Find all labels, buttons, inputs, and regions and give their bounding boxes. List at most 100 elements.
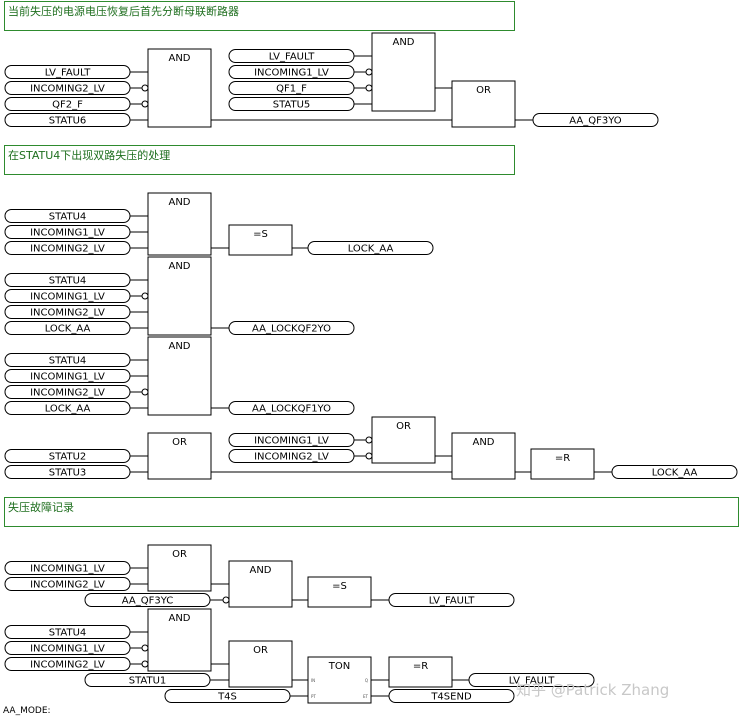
comment-3: 失压故障记录: [4, 497, 739, 527]
set-block[interactable]: =S: [228, 224, 293, 256]
and-block[interactable]: AND: [147, 48, 212, 128]
or-block-label: OR: [172, 437, 187, 448]
ton-pin-label: Q: [365, 678, 368, 683]
and-block[interactable]: AND: [371, 32, 436, 112]
var-qf2-f[interactable]: QF2_F: [4, 97, 131, 111]
var-statu4[interactable]: STATU4: [4, 625, 131, 639]
var-incoming1-lv[interactable]: INCOMING1_LV: [4, 289, 131, 303]
var-statu4-label: STATU4: [49, 276, 87, 287]
negation-icon: [141, 292, 149, 300]
var-aa-lockqf2yo[interactable]: AA_LOCKQF2YO: [228, 321, 355, 335]
var-statu4-label: STATU4: [49, 356, 87, 367]
and-block[interactable]: AND: [147, 336, 212, 416]
negation-icon: [141, 660, 149, 668]
and-block-label: AND: [168, 261, 190, 272]
negation-icon: [365, 84, 373, 92]
var-statu6-label: STATU6: [49, 116, 87, 127]
var-t4send[interactable]: T4SEND: [388, 689, 515, 703]
var-qf1-f-label: QF1_F: [276, 84, 307, 95]
var-statu3[interactable]: STATU3: [4, 465, 131, 479]
var-incoming1-lv[interactable]: INCOMING1_LV: [4, 561, 131, 575]
var-aa-qf3yo[interactable]: AA_QF3YO: [532, 113, 659, 127]
var-incoming2-lv[interactable]: INCOMING2_LV: [4, 81, 131, 95]
or-block[interactable]: OR: [228, 640, 293, 688]
var-incoming1-lv[interactable]: INCOMING1_LV: [4, 225, 131, 239]
comment-2: 在STATU4下出现双路失压的处理: [4, 145, 515, 175]
var-qf2-f-label: QF2_F: [52, 100, 83, 111]
ton-timer-block-label: TON: [328, 661, 350, 672]
var-lv-fault[interactable]: LV_FAULT: [4, 65, 131, 79]
and-block[interactable]: AND: [451, 432, 516, 480]
var-qf1-f[interactable]: QF1_F: [228, 81, 355, 95]
var-incoming2-lv[interactable]: INCOMING2_LV: [4, 385, 131, 399]
var-incoming2-lv[interactable]: INCOMING2_LV: [228, 449, 355, 463]
var-incoming2-lv-label: INCOMING2_LV: [254, 452, 329, 463]
negation-icon: [365, 436, 373, 444]
var-lock-aa-label: LOCK_AA: [348, 244, 394, 255]
var-lv-fault-label: LV_FAULT: [509, 676, 556, 687]
var-lv-fault-label: LV_FAULT: [45, 68, 92, 79]
var-incoming1-lv[interactable]: INCOMING1_LV: [4, 641, 131, 655]
and-block-label: AND: [392, 37, 414, 48]
var-statu1-label: STATU1: [129, 676, 167, 687]
var-lv-fault[interactable]: LV_FAULT: [388, 593, 515, 607]
or-block[interactable]: OR: [147, 544, 212, 592]
var-statu4[interactable]: STATU4: [4, 209, 131, 223]
and-block-label: AND: [168, 197, 190, 208]
set-block[interactable]: =S: [307, 576, 372, 608]
var-incoming2-lv-label: INCOMING2_LV: [30, 580, 105, 591]
var-statu4[interactable]: STATU4: [4, 273, 131, 287]
var-incoming1-lv[interactable]: INCOMING1_LV: [4, 369, 131, 383]
reset-block[interactable]: =R: [530, 448, 595, 480]
and-block[interactable]: AND: [147, 608, 212, 672]
var-aa-qf3yc[interactable]: AA_QF3YC: [84, 593, 211, 607]
var-aa-lockqf2yo-label: AA_LOCKQF2YO: [252, 324, 331, 335]
var-incoming2-lv[interactable]: INCOMING2_LV: [4, 577, 131, 591]
var-incoming1-lv-label: INCOMING1_LV: [30, 292, 105, 303]
var-incoming1-lv-label: INCOMING1_LV: [30, 228, 105, 239]
var-incoming2-lv[interactable]: INCOMING2_LV: [4, 241, 131, 255]
var-statu1[interactable]: STATU1: [84, 673, 211, 687]
var-aa-qf3yo-label: AA_QF3YO: [569, 116, 622, 127]
ton-pin-label: ET: [363, 694, 369, 699]
or-block[interactable]: OR: [451, 80, 516, 128]
watermark: 知乎 @Patrick Zhang: [516, 681, 670, 699]
var-t4s[interactable]: T4S: [164, 689, 291, 703]
set-block-label: =S: [332, 581, 347, 592]
var-t4s-label: T4S: [217, 692, 237, 703]
var-incoming1-lv-label: INCOMING1_LV: [254, 436, 329, 447]
var-lv-fault[interactable]: LV_FAULT: [228, 49, 355, 63]
or-block-label: OR: [253, 645, 268, 656]
var-lock-aa[interactable]: LOCK_AA: [307, 241, 434, 255]
var-aa-lockqf1yo-label: AA_LOCKQF1YO: [252, 404, 331, 415]
var-lock-aa[interactable]: LOCK_AA: [611, 465, 738, 479]
and-block[interactable]: AND: [147, 192, 212, 256]
var-aa-lockqf1yo[interactable]: AA_LOCKQF1YO: [228, 401, 355, 415]
and-block-label: AND: [249, 565, 271, 576]
var-incoming2-lv[interactable]: INCOMING2_LV: [4, 305, 131, 319]
var-statu2[interactable]: STATU2: [4, 449, 131, 463]
and-block[interactable]: AND: [147, 256, 212, 336]
var-statu4[interactable]: STATU4: [4, 353, 131, 367]
var-lv-fault-label: LV_FAULT: [429, 596, 476, 607]
var-lock-aa-label: LOCK_AA: [45, 324, 91, 335]
var-statu5[interactable]: STATU5: [228, 97, 355, 111]
var-statu6[interactable]: STATU6: [4, 113, 131, 127]
var-statu3-label: STATU3: [49, 468, 87, 479]
comment-3-text: 失压故障记录: [8, 501, 74, 514]
var-incoming1-lv[interactable]: INCOMING1_LV: [228, 65, 355, 79]
or-block[interactable]: OR: [371, 416, 436, 464]
ton-pin-label: PT: [311, 694, 316, 699]
and-block-label: AND: [168, 341, 190, 352]
var-lock-aa[interactable]: LOCK_AA: [4, 321, 131, 335]
var-incoming2-lv[interactable]: INCOMING2_LV: [4, 657, 131, 671]
and-block[interactable]: AND: [228, 560, 293, 608]
or-block[interactable]: OR: [147, 432, 212, 480]
reset-block[interactable]: =R: [388, 656, 453, 688]
var-aa-qf3yc-label: AA_QF3YC: [122, 596, 174, 607]
comment-2-text: 在STATU4下出现双路失压的处理: [8, 149, 171, 162]
var-incoming1-lv[interactable]: INCOMING1_LV: [228, 433, 355, 447]
var-lock-aa[interactable]: LOCK_AA: [4, 401, 131, 415]
